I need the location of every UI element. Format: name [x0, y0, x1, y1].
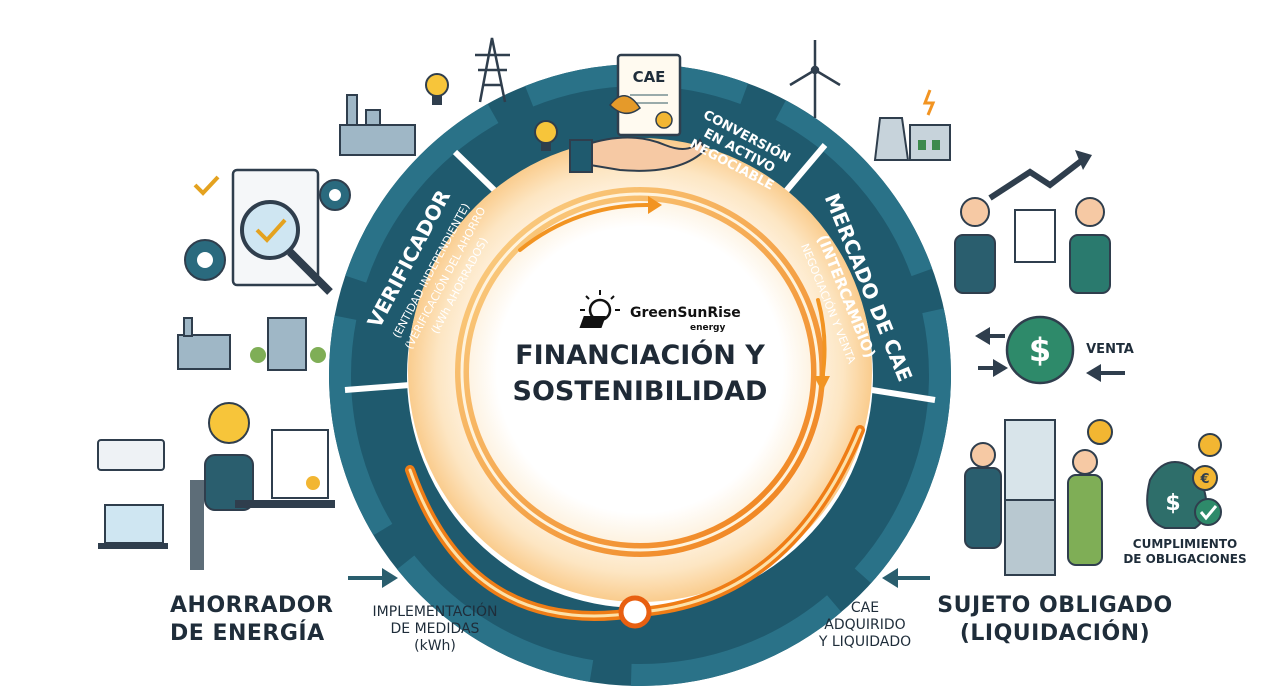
cumplimiento-line1: CUMPLIMIENTO: [1132, 537, 1238, 551]
ahorrador-line2: DE ENERGÍA: [170, 621, 325, 646]
checkmark-icon: [193, 175, 220, 196]
implementacion-line2: DE MEDIDAS: [390, 621, 480, 637]
cae-adquirido-line2: ADQUIRIDO: [824, 617, 906, 633]
lightbulb-icon: [534, 120, 558, 151]
arrow-right-icon: [348, 568, 398, 588]
logo-sub: energy: [690, 323, 726, 333]
lightbulb-icon: [425, 73, 449, 105]
logo-sun-icon: [579, 290, 620, 328]
traders-icon: [954, 150, 1111, 294]
cae-certificate-icon: [616, 53, 682, 137]
hand-icon: [569, 95, 707, 173]
implementacion-label: IMPLEMENTACIÓN DE MEDIDAS (kWh): [350, 604, 520, 655]
sujeto-line2: (LIQUIDACIÓN): [959, 621, 1151, 646]
magnifier-document-icon: [231, 168, 333, 295]
cumplimiento-line2: DE OBLIGACIONES: [1123, 552, 1247, 566]
center-glow: [408, 138, 872, 602]
cae-certificate-label: CAE: [633, 68, 666, 86]
cae-adquirido-line1: CAE: [850, 600, 880, 616]
building-icon: [250, 317, 326, 371]
venta-label: VENTA: [1086, 342, 1134, 357]
cycle-arrows: [405, 187, 865, 629]
factory-icon: [177, 317, 231, 370]
center-title-line1: FINANCIACIÓN Y: [515, 340, 765, 371]
sujeto-obligado-label: SUJETO OBLIGADO (LIQUIDACIÓN): [935, 592, 1175, 648]
dollar-coin-icon: [975, 315, 1125, 385]
gear-icon: [184, 179, 351, 281]
implementacion-line1: IMPLEMENTACIÓN: [372, 604, 498, 620]
arrow-left-icon: [882, 568, 930, 588]
center-title: FINANCIACIÓN Y SOSTENIBILIDAD: [482, 338, 798, 410]
factory-icon: [339, 94, 416, 156]
ahorrador-label: AHORRADOR DE ENERGÍA: [170, 592, 333, 648]
cae-adquirido-line3: Y LIQUIDADO: [818, 634, 912, 650]
sujeto-line1: SUJETO OBLIGADO: [937, 593, 1173, 618]
money-bag-icon: [1146, 433, 1222, 529]
saver-person-icon: [97, 402, 335, 570]
center-title-line2: SOSTENIBILIDAD: [512, 376, 768, 407]
ahorrador-line1: AHORRADOR: [170, 593, 334, 618]
power-plant-icon: [873, 89, 951, 161]
implementacion-line3: (kWh): [414, 638, 456, 654]
euro-coin-sign: €: [1199, 472, 1209, 487]
bag-dollar-sign: $: [1165, 491, 1180, 516]
dollar-sign: $: [1029, 331, 1051, 369]
logo-name: GreenSunRise: [630, 305, 741, 321]
cae-adquirido-label: CAE ADQUIRIDO Y LIQUIDADO: [800, 600, 930, 651]
kiosk-people-icon: [964, 419, 1113, 576]
wind-turbine-icon: [789, 40, 841, 118]
power-tower-icon: [475, 37, 510, 103]
cumplimiento-label: CUMPLIMIENTO DE OBLIGACIONES: [1110, 537, 1260, 567]
